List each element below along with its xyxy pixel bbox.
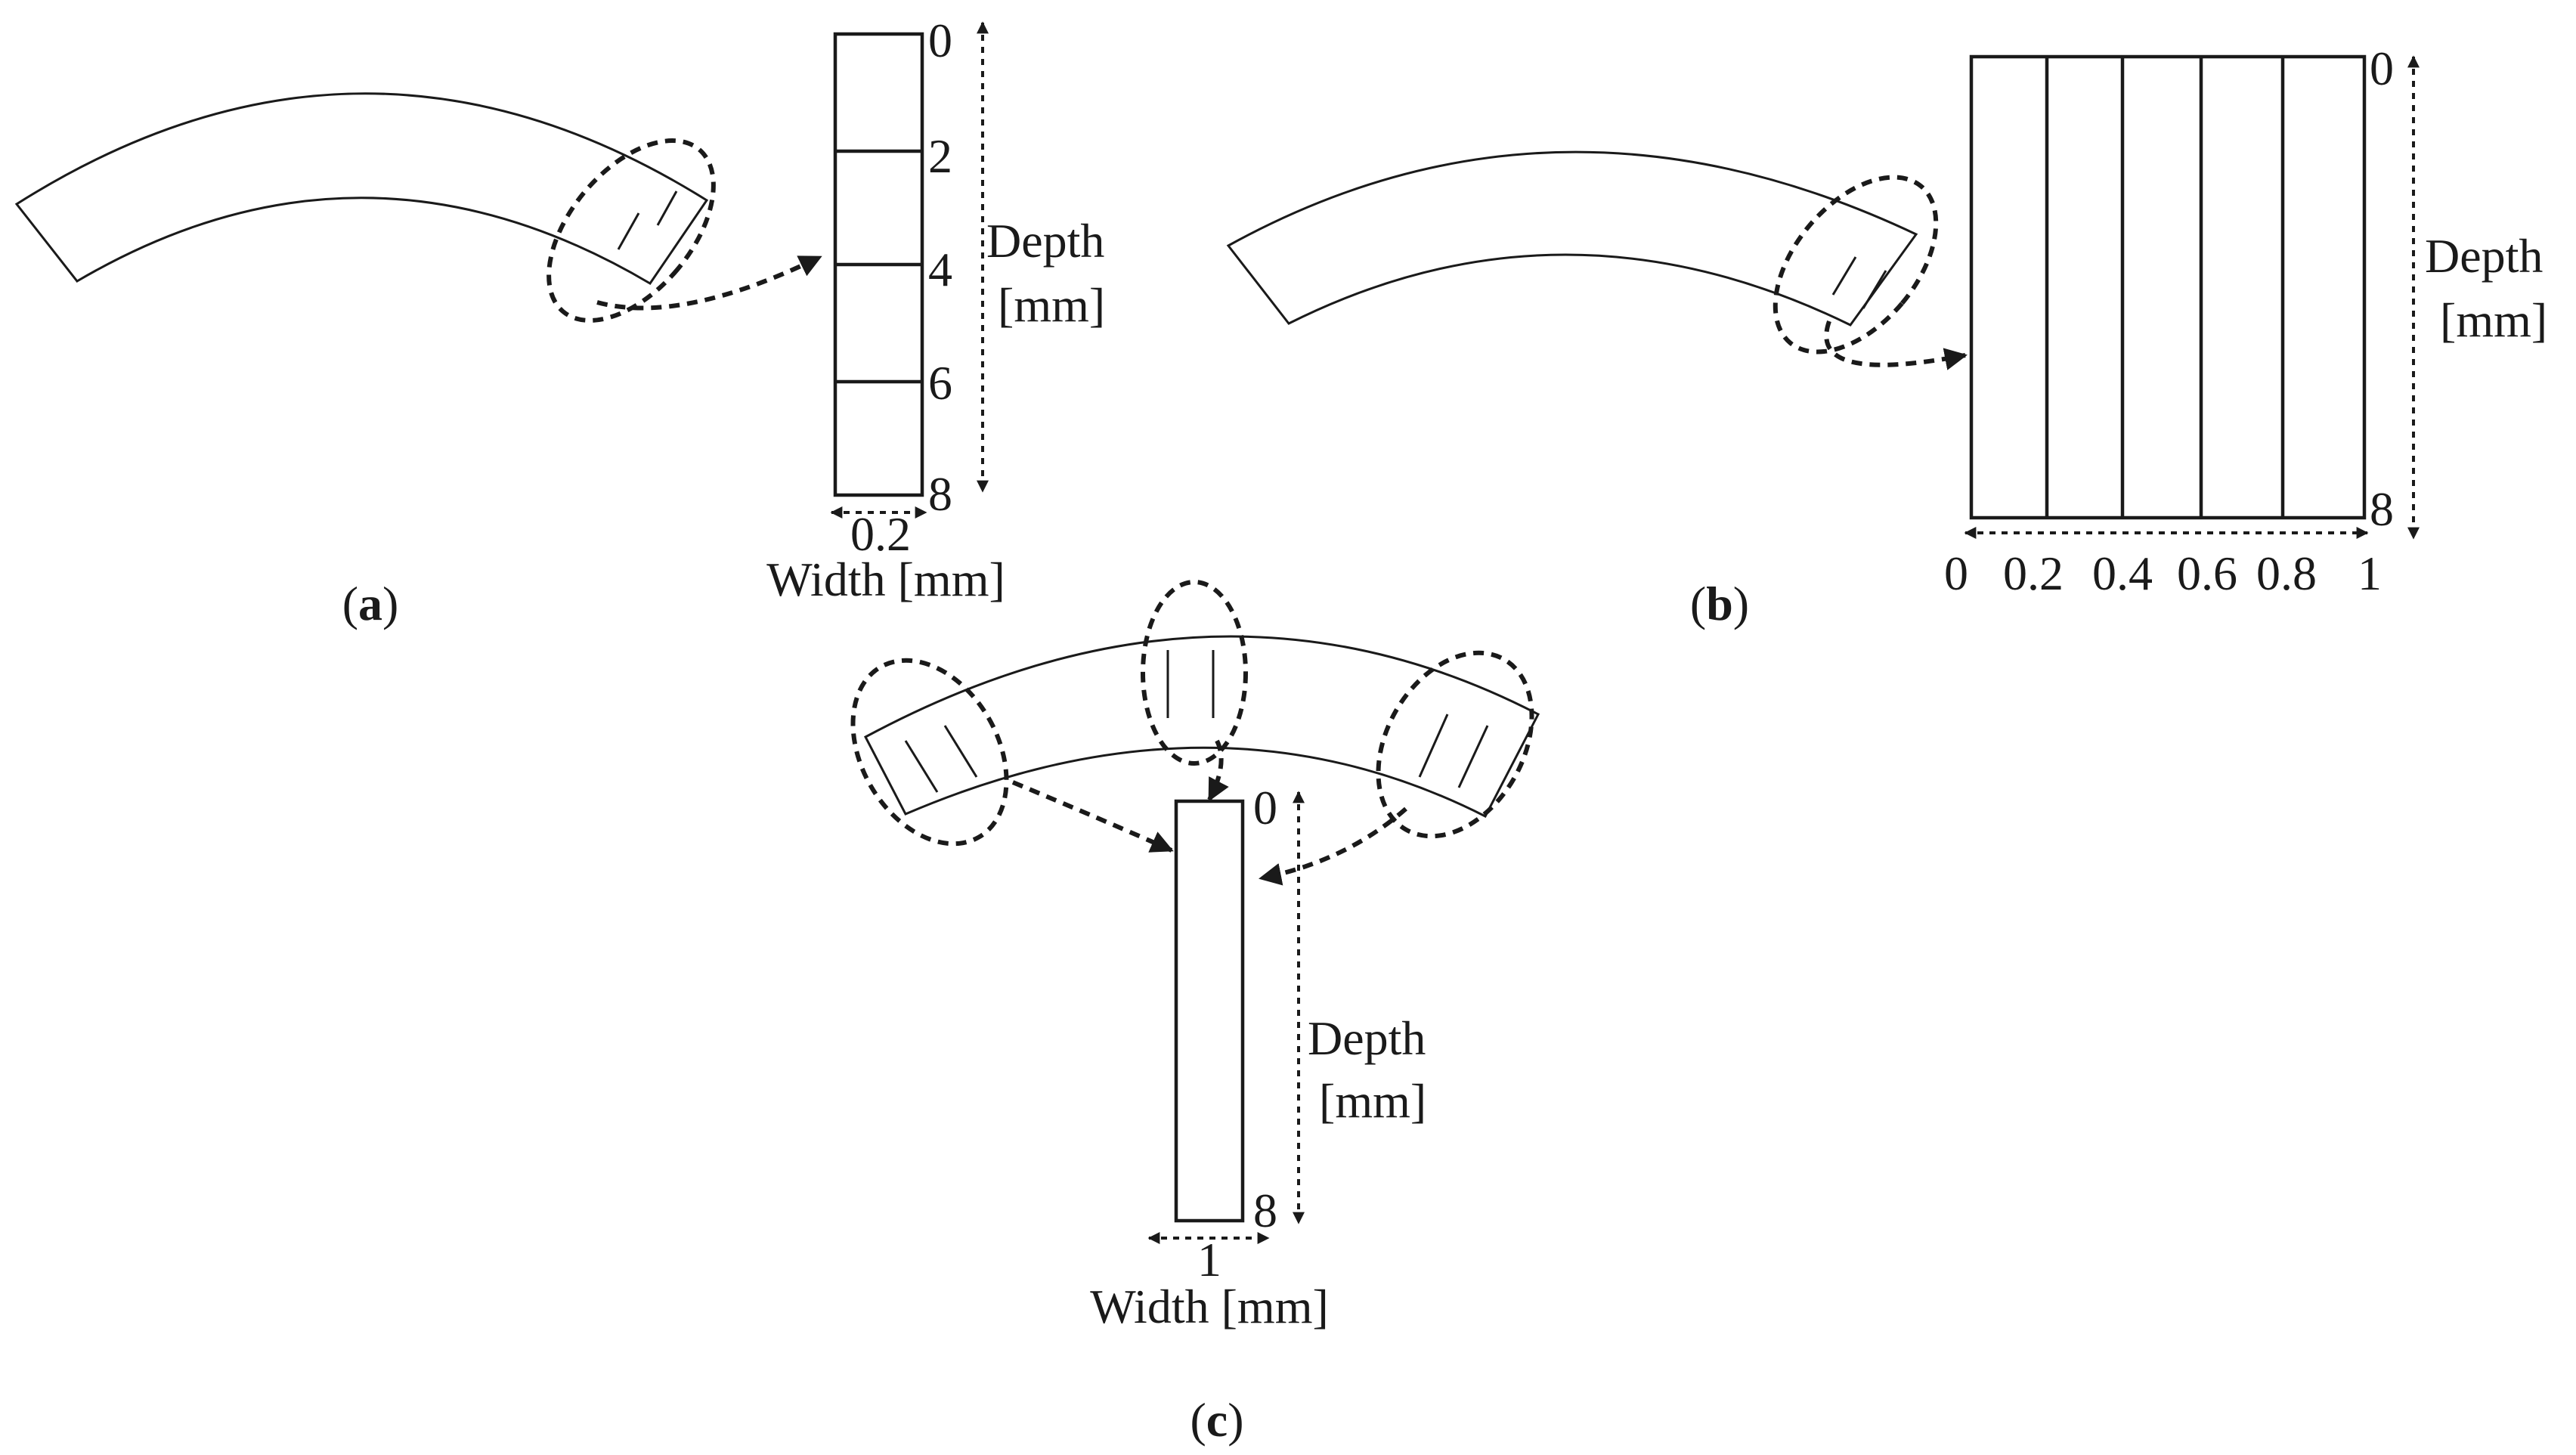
panel-b-curved-beam — [1226, 150, 1918, 327]
panel-a-depth-tick: 0 — [928, 14, 952, 67]
panel-a-width-label: Width [mm] — [766, 553, 1005, 606]
panel-a-depth-label: Depth — [986, 214, 1104, 268]
panel-c-selection-ellipse-center — [1141, 580, 1248, 766]
panel-b-section-rect — [1969, 54, 2367, 520]
panel-b-width-tick: 0.8 — [2256, 546, 2317, 600]
panel-c-caption: (c) — [1190, 1393, 1243, 1447]
panel-a-cut-line — [656, 190, 678, 226]
panel-b-width-tick: 0 — [1944, 546, 1968, 600]
panel-b-cut-line — [1831, 256, 1857, 296]
panel-c-arrow-center — [1207, 739, 1229, 802]
panel-a-depth-tick: 2 — [928, 129, 952, 183]
panel-c: 0 8 Depth [mm] 1 Width [mm] (c) — [850, 580, 1540, 1447]
panel-c-depth-tick: 8 — [1253, 1184, 1277, 1237]
panel-b-depth-label: Depth — [2425, 229, 2543, 283]
panel-b-depth-tick: 8 — [2370, 482, 2394, 536]
panel-b-depth-tick: 0 — [2370, 42, 2394, 95]
panel-c-arrow-right — [1259, 806, 1407, 886]
panel-b-arrow — [1824, 320, 1968, 370]
panel-a-curved-beam — [14, 92, 709, 286]
panel-a-depth-tick: 6 — [928, 356, 952, 410]
panel-a-depth-unit: [mm] — [998, 278, 1105, 332]
panel-c-selection-ellipse-left — [850, 658, 1009, 847]
panel-b: 0 8 Depth [mm] 0 0.2 0.4 0.6 0.8 1 (b) — [1226, 42, 2547, 630]
panel-b-width-tick: 0.6 — [2177, 546, 2237, 600]
panel-a-caption: (a) — [342, 577, 399, 630]
panel-c-depth-unit: [mm] — [1319, 1074, 1426, 1128]
panel-b-caption: (b) — [1690, 577, 1749, 630]
panel-c-cut-line — [943, 725, 978, 778]
panel-c-arrow-left — [1011, 780, 1174, 853]
panel-a-depth-tick: 8 — [928, 467, 952, 521]
panel-a-arrow — [596, 255, 822, 311]
panel-a: 0 2 4 6 8 Depth [mm] 0.2 Width [mm] (a) — [14, 14, 1105, 630]
panel-c-cut-line — [1418, 714, 1449, 778]
panel-c-selection-ellipse-right — [1376, 650, 1534, 839]
panel-c-depth-label: Depth — [1308, 1011, 1426, 1065]
panel-c-curved-beam — [863, 635, 1540, 819]
panel-c-width-value: 1 — [1197, 1233, 1221, 1286]
panel-a-cut-line — [617, 212, 640, 250]
panel-b-width-tick: 0.2 — [2003, 546, 2064, 600]
panel-a-width-value: 0.2 — [850, 507, 911, 561]
panel-b-depth-unit: [mm] — [2440, 293, 2547, 347]
panel-b-selection-ellipse — [1773, 175, 1939, 354]
panel-a-selection-ellipse — [546, 138, 716, 323]
panel-c-section-rect — [1174, 799, 1245, 1223]
panel-b-width-tick: 0.4 — [2092, 546, 2153, 600]
panel-b-cut-line — [1862, 270, 1887, 309]
panel-c-cut-line — [1457, 725, 1489, 788]
panel-c-cut-line — [904, 740, 939, 793]
panel-a-depth-tick: 4 — [928, 243, 952, 296]
panel-b-width-tick: 1 — [2358, 546, 2382, 600]
panel-c-depth-tick: 0 — [1253, 781, 1277, 834]
panel-c-width-label: Width [mm] — [1090, 1280, 1329, 1333]
